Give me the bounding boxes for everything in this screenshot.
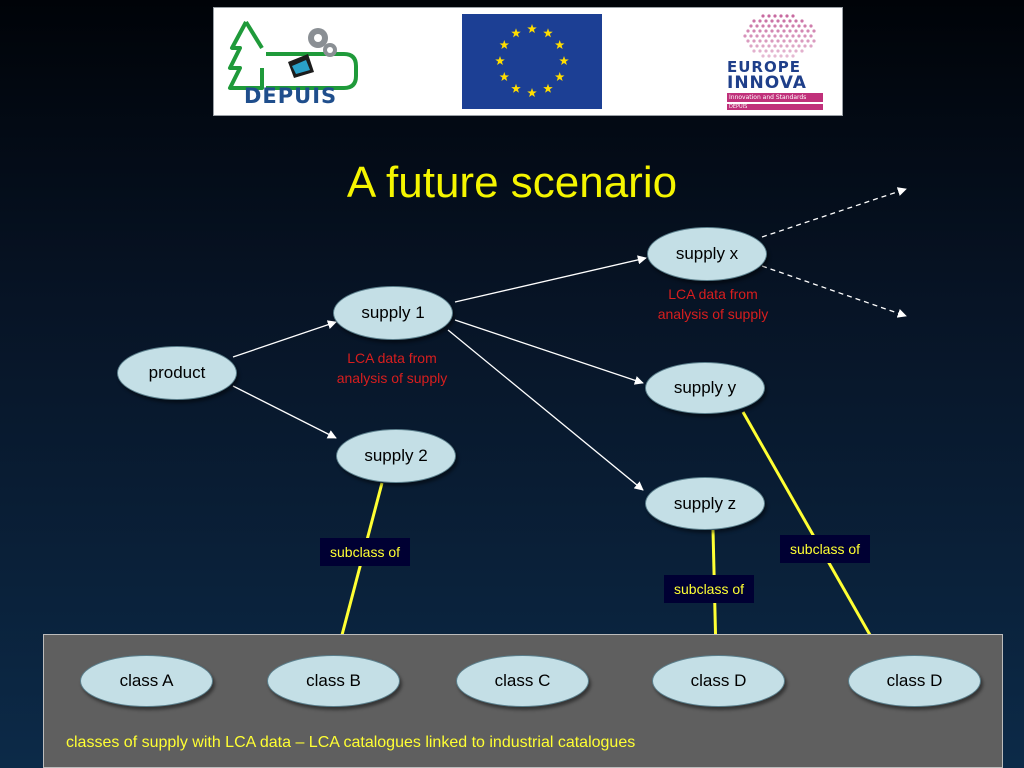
slide-title: A future scenario xyxy=(346,158,678,207)
depuis-tree-icon xyxy=(228,20,358,90)
node-class-c[interactable]: class C xyxy=(456,655,589,707)
innova-logo-tagline: Innovation and Standards xyxy=(727,93,823,102)
lca-note-supply-1-line1: LCA data from xyxy=(347,350,437,366)
lca-note-supply-1-line2: analysis of supply xyxy=(336,370,448,386)
lca-note-supply-x-line1: LCA data from xyxy=(668,286,758,302)
node-class-d-1[interactable]: class D xyxy=(652,655,785,707)
node-supply-2[interactable]: supply 2 xyxy=(336,429,456,483)
node-supply-y[interactable]: supply y xyxy=(645,362,765,414)
edge-product-supply-2 xyxy=(232,385,337,439)
innova-logo-subtext: DEPUIS xyxy=(727,104,823,110)
eu-star-icon xyxy=(495,56,505,66)
logo-bar: DEPUIS EUROPE INNOVA Innovation and Stan… xyxy=(213,7,843,116)
node-supply-x[interactable]: supply x xyxy=(647,227,767,281)
innova-logo-text-innova: INNOVA xyxy=(727,73,807,93)
eu-star-icon xyxy=(543,28,553,38)
edge-supply-x-future-1 xyxy=(761,187,907,238)
edge-supply-1-supply-z xyxy=(447,329,644,491)
eu-star-icon xyxy=(499,72,510,82)
eu-star-icon xyxy=(554,72,565,82)
europe-innova-logo: EUROPE INNOVA Innovation and Standards D… xyxy=(719,12,831,112)
node-class-b[interactable]: class B xyxy=(267,655,400,707)
innova-logo-text-europe: EUROPE xyxy=(727,58,801,76)
eu-star-icon xyxy=(527,88,537,98)
edge-supply-x-future-2 xyxy=(761,265,907,318)
subclass-link-supply-2-class-b xyxy=(332,482,384,656)
edge-product-supply-1 xyxy=(232,320,337,358)
eu-star-icon xyxy=(511,28,521,38)
eu-star-icon xyxy=(499,40,510,50)
node-class-a[interactable]: class A xyxy=(80,655,213,707)
node-supply-1[interactable]: supply 1 xyxy=(333,286,453,340)
lca-note-supply-1: LCA data from analysis of supply xyxy=(312,348,472,388)
eu-star-icon xyxy=(527,24,537,34)
eu-flag-icon xyxy=(462,14,602,109)
node-supply-z[interactable]: supply z xyxy=(645,477,765,530)
lca-note-supply-x-line2: analysis of supply xyxy=(657,306,769,322)
node-product[interactable]: product xyxy=(117,346,237,400)
edge-supply-1-supply-x xyxy=(454,255,647,303)
eu-star-icon xyxy=(543,83,553,93)
depuis-logo: DEPUIS xyxy=(226,14,361,110)
lca-note-supply-x: LCA data from analysis of supply xyxy=(633,284,793,324)
innova-pattern-icon xyxy=(743,14,816,58)
eu-star-icon xyxy=(554,40,565,50)
subclass-link-supply-y-class-d xyxy=(741,411,884,658)
edge-supply-1-supply-y xyxy=(454,319,644,385)
subclass-label-supply-y: subclass of xyxy=(780,535,871,563)
subclass-label-supply-2: subclass of xyxy=(320,538,411,566)
node-class-d-2[interactable]: class D xyxy=(848,655,981,707)
eu-star-icon xyxy=(511,83,521,93)
catalogue-caption: classes of supply with LCA data – LCA ca… xyxy=(66,734,636,751)
subclass-label-supply-z: subclass of xyxy=(664,575,755,603)
depuis-logo-text: DEPUIS xyxy=(244,84,338,108)
eu-star-icon xyxy=(559,56,569,66)
